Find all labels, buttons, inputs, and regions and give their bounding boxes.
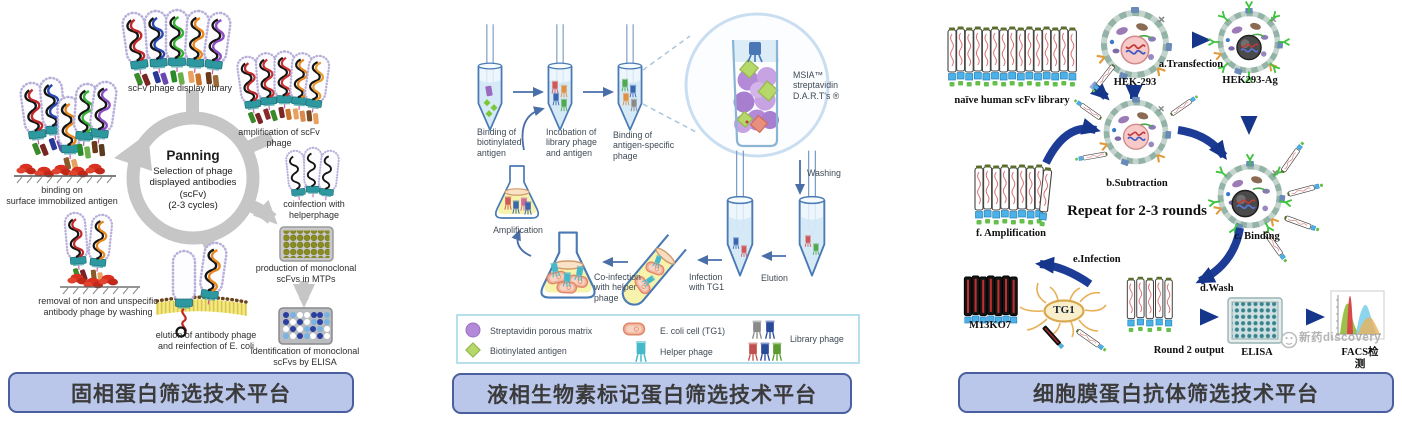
label-removal: removal of non and unspecific antibody p… — [38, 296, 158, 317]
binding-cell-icon — [1207, 140, 1324, 264]
tube1-contents — [483, 85, 498, 118]
amplified-phages-icon — [236, 51, 330, 125]
panning-cycle-icon — [114, 90, 278, 255]
facs-histogram-icon — [1330, 290, 1385, 340]
legend-label-biotin: Biotinylated antigen — [490, 346, 567, 356]
coinfection-flask-icon — [540, 231, 596, 299]
amplified-rods-icon — [974, 163, 1053, 228]
tube-incubation-icon — [547, 23, 573, 131]
watermark-logo-icon — [1280, 331, 1298, 349]
mtp-plate-icon — [279, 226, 334, 262]
label-binding: binding on surface immobilized antigen — [6, 185, 118, 206]
label-production: production of monoclonal scFvs in MTPs — [255, 263, 357, 284]
label-d-wash: d.Wash — [1200, 283, 1234, 294]
legend-label-helper: Helper phage — [660, 347, 713, 357]
label-subtraction: b.Subtraction — [1106, 178, 1168, 189]
naive-scfv-library-icon — [947, 25, 1077, 88]
surface-binding-phages-icon — [14, 77, 118, 184]
label-coinfection: coinfection with helperphage — [283, 199, 345, 220]
label-elution-step: Elution — [761, 273, 788, 283]
label-amplification: amplification of scFv phage — [238, 127, 320, 148]
round2-rods-icon — [1126, 276, 1173, 333]
label-tg1: TG1 — [1053, 304, 1075, 316]
washing-removal-phages-icon — [60, 212, 140, 295]
label-identification: identification of monoclonal scFvs by EL… — [250, 346, 360, 367]
label-infection-tg1: Infection with TG1 — [689, 272, 725, 293]
amplification-flask-icon — [494, 165, 540, 219]
elisa-plate-p1-icon — [278, 307, 333, 345]
ecoli-cell-icon — [622, 322, 646, 336]
label-e-infection: e.Infection — [1073, 254, 1121, 265]
label-binding-biotin: Binding of biotinylated antigen — [477, 127, 522, 158]
label-f-amplification: f. Amplification — [976, 228, 1046, 239]
legend-box — [456, 314, 860, 364]
watermark-text: 新药discovery — [1299, 332, 1382, 344]
tube-antigen-specific-icon — [617, 23, 643, 131]
label-repeat-rounds: Repeat for 2-3 rounds — [1067, 203, 1207, 219]
infection-arrow — [1035, 256, 1093, 288]
label-binding-specific: Binding of antigen-specific phage — [613, 130, 675, 161]
panning-title: Panning — [166, 148, 220, 163]
tg1-bacterium-icon — [1019, 282, 1108, 353]
legend-label-library: Library phage — [790, 334, 844, 344]
label-msia: MSIA™ streptavidin D.A.R.T's ® — [793, 70, 840, 101]
streptavidin-matrix-icon — [465, 322, 481, 338]
label-transfection: a.Transfection — [1158, 59, 1224, 70]
label-round2-output: Round 2 output — [1153, 345, 1225, 356]
helper-phage-icon — [635, 340, 647, 363]
label-washing: Washing — [807, 168, 841, 178]
label-scfv-library: scFv phage display library — [127, 83, 233, 93]
label-facs: FACS检测 — [1341, 347, 1379, 371]
label-naive-library: naïve human scFv library — [954, 95, 1070, 106]
label-c-binding: c. Binding — [1234, 231, 1280, 242]
m13ko7-phages-icon — [963, 275, 1018, 324]
label-elution: elution of antibody phage and reinfectio… — [155, 330, 257, 351]
tube-infection-source-icon — [726, 149, 754, 277]
biotinylated-antigen-icon — [465, 342, 481, 358]
elution-membrane-icon — [155, 241, 248, 338]
label-incubation: Incubation of library phage and antigen — [546, 127, 597, 158]
helper-phages-icon — [285, 148, 339, 201]
label-hek293: HEK-293 — [1113, 77, 1157, 88]
panel2-title-banner: 液相生物素标记蛋白筛选技术平台 — [452, 373, 852, 414]
subtraction-to-binding-arrow — [1177, 126, 1228, 161]
tilted-tube-icon — [621, 233, 687, 306]
label-coinfection-helper: Co-infection with helper phage — [594, 272, 641, 303]
label-m13ko7: M13KO7 — [969, 320, 1011, 331]
panel3-title-banner: 细胞膜蛋白抗体筛选技术平台 — [958, 372, 1394, 413]
magnifier-connector-lines — [642, 35, 697, 133]
arrow-to-amplification — [511, 229, 532, 257]
label-elisa: ELISA — [1241, 347, 1273, 358]
magnifier-circle-icon — [684, 12, 830, 158]
arrow-flask-to-tube — [521, 106, 545, 151]
panning-subtitle: Selection of phage displayed antibodies … — [149, 166, 237, 211]
library-to-cells-arrow — [1089, 81, 1110, 101]
panel1-title-banner: 固相蛋白筛选技术平台 — [8, 372, 354, 413]
label-hek293ag: HEK293-Ag — [1222, 75, 1278, 86]
elisa-plate-p3-icon — [1227, 297, 1283, 344]
scfv-library-phages-icon — [121, 10, 232, 88]
legend-label-ecoli: E. coli cell (TG1) — [660, 326, 726, 336]
legend-label-streptavidin: Streptavidin porous matrix — [490, 326, 593, 336]
label-amplification-step: Amplification — [493, 225, 543, 235]
wash-arrow — [1195, 227, 1244, 285]
amplification-to-subtraction-arrow — [1042, 118, 1101, 165]
